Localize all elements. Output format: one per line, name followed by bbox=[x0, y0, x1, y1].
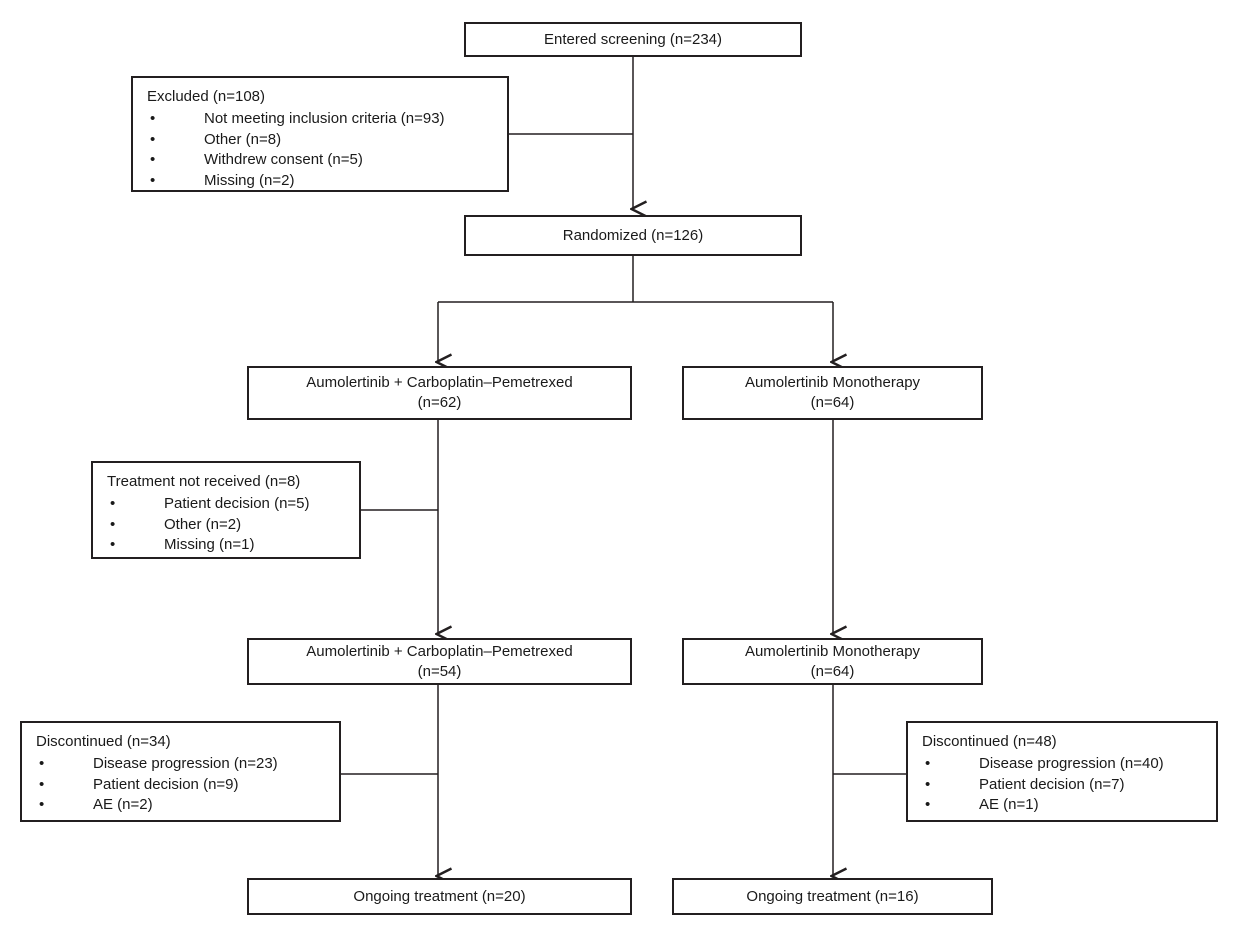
node-randomized: Randomized (n=126) bbox=[464, 215, 802, 256]
discontinued-left-reason-0: Disease progression (n=23) bbox=[93, 754, 278, 772]
discontinued-left-reason-2: AE (n=2) bbox=[93, 796, 153, 814]
not-received-reason-0: Patient decision (n=5) bbox=[164, 494, 310, 512]
list-item: • Missing (n=2) bbox=[133, 171, 507, 192]
node-entered-screening: Entered screening (n=234) bbox=[464, 22, 802, 57]
excluded-heading: Excluded (n=108) bbox=[147, 88, 265, 105]
bullet-icon: • bbox=[150, 109, 156, 127]
bullet-icon: • bbox=[110, 515, 116, 533]
excluded-reason-2: Withdrew consent (n=5) bbox=[204, 151, 363, 169]
treated-combination-count: (n=54) bbox=[417, 662, 462, 680]
not-received-reason-2: Missing (n=1) bbox=[164, 536, 255, 554]
list-item: • AE (n=2) bbox=[22, 795, 339, 816]
list-item: • Missing (n=1) bbox=[93, 535, 359, 556]
list-item: • Other (n=2) bbox=[93, 515, 359, 536]
bullet-icon: • bbox=[39, 754, 45, 772]
treated-combination-title: Aumolertinib + Carboplatin–Pemetrexed bbox=[306, 642, 573, 660]
entered-screening-label: Entered screening (n=234) bbox=[543, 30, 723, 48]
node-discontinued-monotherapy: Discontinued (n=48) • Disease progressio… bbox=[906, 721, 1218, 822]
not-received-reason-1: Other (n=2) bbox=[164, 515, 242, 533]
discontinued-right-reason-1: Patient decision (n=7) bbox=[979, 775, 1125, 793]
discontinued-right-heading: Discontinued (n=48) bbox=[922, 733, 1057, 750]
discontinued-right-reason-0: Disease progression (n=40) bbox=[979, 754, 1164, 772]
randomized-label: Randomized (n=126) bbox=[562, 226, 704, 244]
list-item: • Patient decision (n=5) bbox=[93, 494, 359, 515]
ongoing-combination-label: Ongoing treatment (n=20) bbox=[353, 887, 526, 905]
excluded-reason-list: • Not meeting inclusion criteria (n=93) … bbox=[133, 109, 507, 192]
list-item: • Patient decision (n=7) bbox=[908, 775, 1216, 796]
list-item: • AE (n=1) bbox=[908, 795, 1216, 816]
discontinued-left-heading: Discontinued (n=34) bbox=[36, 733, 171, 750]
node-discontinued-combination: Discontinued (n=34) • Disease progressio… bbox=[20, 721, 341, 822]
discontinued-left-reason-1: Patient decision (n=9) bbox=[93, 775, 239, 793]
bullet-icon: • bbox=[925, 754, 931, 772]
node-ongoing-combination: Ongoing treatment (n=20) bbox=[247, 878, 632, 915]
excluded-reason-3: Missing (n=2) bbox=[204, 172, 295, 190]
not-received-reason-list: • Patient decision (n=5) • Other (n=2) •… bbox=[93, 494, 359, 556]
node-excluded: Excluded (n=108) • Not meeting inclusion… bbox=[131, 76, 509, 192]
list-item: • Disease progression (n=40) bbox=[908, 754, 1216, 775]
alloc-monotherapy-count: (n=64) bbox=[810, 394, 855, 411]
bullet-icon: • bbox=[925, 775, 931, 793]
list-item: • Patient decision (n=9) bbox=[22, 775, 339, 796]
excluded-reason-1: Other (n=8) bbox=[204, 130, 282, 148]
bullet-icon: • bbox=[39, 775, 45, 793]
node-alloc-combination: Aumolertinib + Carboplatin–Pemetrexed (n… bbox=[247, 366, 632, 420]
bullet-icon: • bbox=[150, 151, 156, 169]
node-treated-monotherapy: Aumolertinib Monotherapy (n=64) bbox=[682, 638, 983, 685]
node-alloc-monotherapy: Aumolertinib Monotherapy (n=64) bbox=[682, 366, 983, 420]
not-received-heading: Treatment not received (n=8) bbox=[107, 473, 301, 490]
discontinued-right-reason-2: AE (n=1) bbox=[979, 796, 1039, 814]
bullet-icon: • bbox=[150, 130, 156, 148]
alloc-combination-count: (n=62) bbox=[417, 394, 462, 411]
node-treatment-not-received: Treatment not received (n=8) • Patient d… bbox=[91, 461, 361, 559]
list-item: • Not meeting inclusion criteria (n=93) bbox=[133, 109, 507, 130]
node-ongoing-monotherapy: Ongoing treatment (n=16) bbox=[672, 878, 993, 915]
bullet-icon: • bbox=[110, 536, 116, 554]
excluded-reason-0: Not meeting inclusion criteria (n=93) bbox=[204, 109, 445, 127]
ongoing-monotherapy-label: Ongoing treatment (n=16) bbox=[746, 887, 919, 905]
discontinued-left-reason-list: • Disease progression (n=23) • Patient d… bbox=[22, 754, 339, 816]
alloc-combination-title: Aumolertinib + Carboplatin–Pemetrexed bbox=[306, 374, 573, 392]
bullet-icon: • bbox=[925, 796, 931, 814]
bullet-icon: • bbox=[150, 172, 156, 190]
list-item: • Disease progression (n=23) bbox=[22, 754, 339, 775]
list-item: • Withdrew consent (n=5) bbox=[133, 150, 507, 171]
treated-monotherapy-title: Aumolertinib Monotherapy bbox=[744, 642, 921, 660]
treated-monotherapy-count: (n=64) bbox=[810, 662, 855, 680]
bullet-icon: • bbox=[39, 796, 45, 814]
bullet-icon: • bbox=[110, 494, 116, 512]
list-item: • Other (n=8) bbox=[133, 130, 507, 151]
discontinued-right-reason-list: • Disease progression (n=40) • Patient d… bbox=[908, 754, 1216, 816]
node-treated-combination: Aumolertinib + Carboplatin–Pemetrexed (n… bbox=[247, 638, 632, 685]
alloc-monotherapy-title: Aumolertinib Monotherapy bbox=[744, 374, 921, 392]
